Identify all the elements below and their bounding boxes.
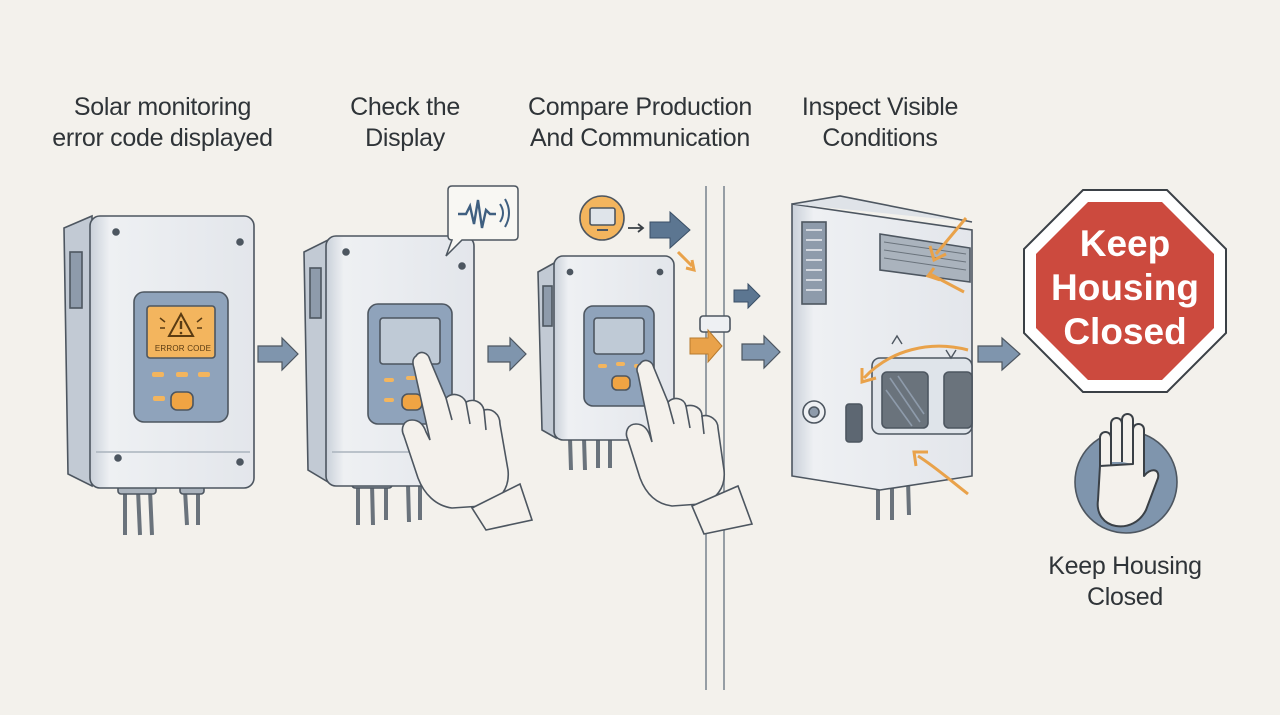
error-code-screen-text: ERROR CODE xyxy=(154,344,212,353)
step1-label: Solar monitoring error code displayed xyxy=(30,92,295,154)
final-caption: Keep Housing Closed xyxy=(1010,551,1240,613)
warning-icon xyxy=(159,311,203,337)
hand-pointer-icon xyxy=(625,359,754,535)
comparison-arrows xyxy=(649,210,781,370)
inspection-arrows xyxy=(860,217,969,496)
hand-pointer-icon xyxy=(401,351,534,531)
step4-label: Inspect Visible Conditions xyxy=(775,92,985,154)
step1-label-line1: Solar monitoring xyxy=(73,93,252,121)
step2-label-line1: Check the xyxy=(350,93,460,121)
stop-hand-icon xyxy=(1074,413,1178,534)
inverter-inspect-closeup xyxy=(791,195,973,520)
step4-label-line1: Inspect Visible xyxy=(801,93,959,121)
stop-sign-text: Keep Housing Closed xyxy=(1030,222,1220,354)
flow-arrow-4 xyxy=(977,336,1021,372)
stop-sign-icon xyxy=(1023,189,1227,393)
flow-arrow-2 xyxy=(487,336,527,372)
final-caption-line1: Keep Housing xyxy=(1048,552,1202,580)
step3-label-line2: And Communication xyxy=(529,124,750,152)
inverter-error-device xyxy=(63,214,255,536)
step1-label-line2: error code displayed xyxy=(52,124,273,152)
final-caption-line2: Closed xyxy=(1086,583,1164,611)
stop-sign-line2: Housing xyxy=(1051,267,1199,308)
step3-label: Compare Production And Communication xyxy=(510,92,770,154)
stop-sign-line3: Closed xyxy=(1063,311,1187,352)
flow-arrow-1 xyxy=(257,336,299,372)
stop-sign-line1: Keep xyxy=(1079,223,1171,264)
step2-label: Check the Display xyxy=(305,92,505,154)
step2-label-line2: Display xyxy=(365,124,445,152)
step3-label-line1: Compare Production xyxy=(528,93,752,121)
step4-label-line2: Conditions xyxy=(822,124,938,152)
monitor-icon xyxy=(579,195,645,241)
signal-wave-icon xyxy=(445,185,519,257)
